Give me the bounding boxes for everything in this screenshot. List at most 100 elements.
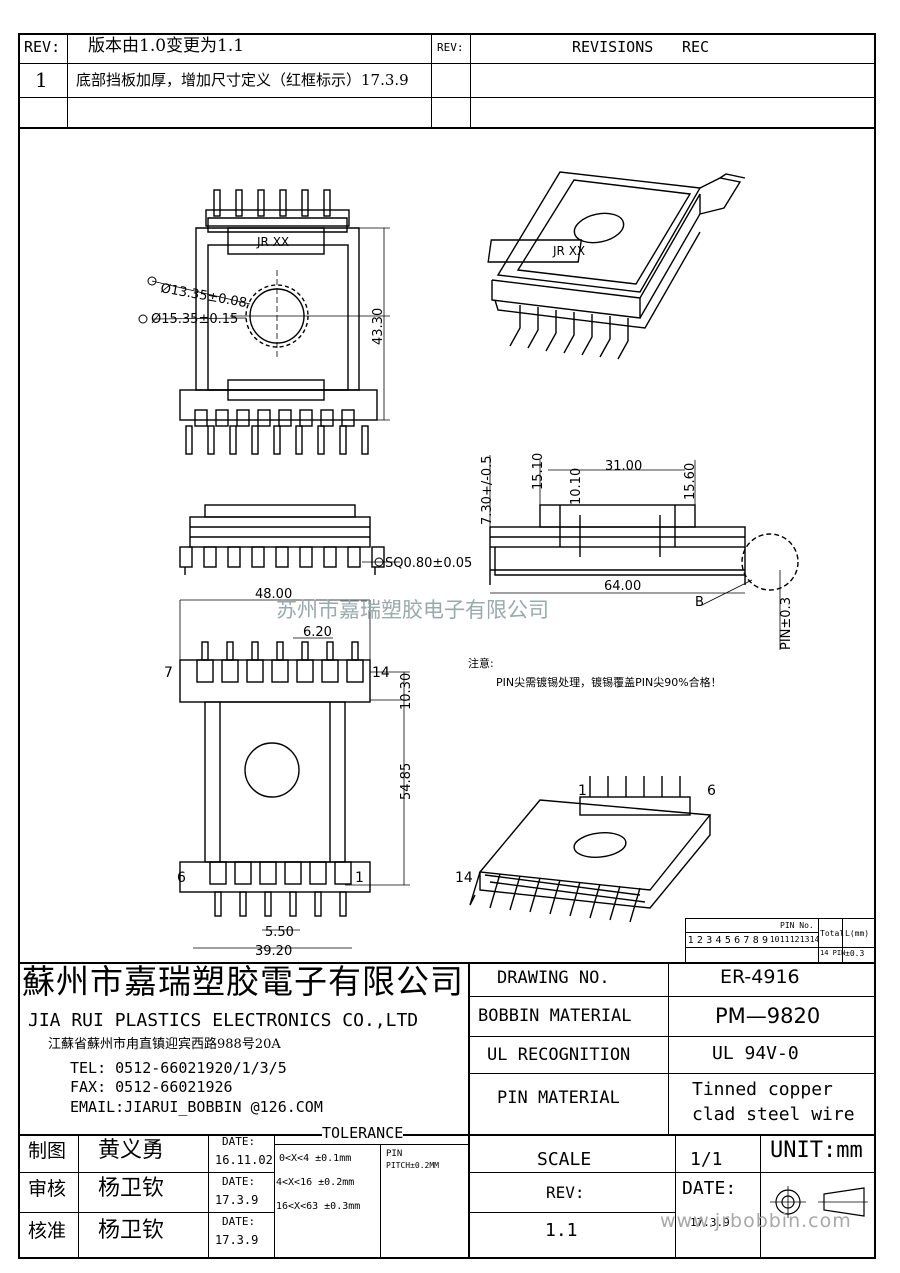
pin-7: 7 — [164, 665, 173, 681]
dim-7-30: 7.30+/-0.5 — [480, 455, 495, 525]
pin-pitch-2: PITCH±0.2MM — [386, 1161, 439, 1170]
label-b: B — [695, 595, 704, 610]
iso-bottom-top-pins — [589, 776, 681, 797]
pin-6: 6 — [177, 870, 186, 886]
bobbin-material-label: BOBBIN MATERIAL — [478, 1006, 632, 1026]
website-watermark: www.jrbobbin.com — [660, 1210, 852, 1232]
front-top-pins — [213, 189, 331, 217]
drawn-name: 黄义勇 — [98, 1138, 165, 1163]
scale-value: 1/1 — [690, 1149, 723, 1170]
company-name-cn: 蘇州市嘉瑞塑胶電子有限公司 — [22, 962, 464, 1001]
date-label-3: DATE: — [222, 1215, 256, 1228]
pin-14: 14 — [372, 665, 390, 681]
front-bottom-pins — [185, 425, 369, 455]
pin-number-cell: 1 — [687, 935, 694, 946]
bobbin-material-value: PM—9820 — [715, 1004, 821, 1028]
pin-number-cell: 14 — [809, 935, 820, 944]
scale-label: SCALE — [537, 1149, 592, 1170]
isometric-view-bottom — [469, 776, 712, 923]
pin-number-cell: 7 — [743, 935, 750, 946]
dim-54-85: 54.85 — [399, 763, 414, 800]
dim-d15: Ø15.35±0.15 — [151, 312, 238, 327]
dim-15-60: 15.60 — [683, 463, 698, 500]
approved-label: 核准 — [28, 1220, 67, 1242]
drawing-no-value: ER-4916 — [720, 966, 800, 988]
bottom-bottom-pads — [209, 861, 352, 885]
pin-number-cell: 10 — [769, 935, 780, 944]
tolerance-2: 4<X<16 ±0.2mm — [276, 1177, 355, 1188]
front-label: JR XX — [256, 235, 289, 249]
pin-pitch-1: PIN — [386, 1149, 403, 1159]
dim-pin: PIN±0.3 — [779, 597, 794, 650]
date-value-1: 16.11.02 — [215, 1153, 273, 1167]
drawing-frame — [18, 33, 876, 1259]
pin-number-cell: 5 — [724, 935, 731, 946]
bottom-view — [179, 599, 410, 949]
iso-pin-1: 1 — [578, 783, 587, 799]
dim-10-10: 10.10 — [569, 468, 584, 505]
pin-number-cell: 9 — [762, 935, 769, 946]
dim-marker-icon — [138, 314, 148, 324]
l-value: ±0.3 — [845, 949, 865, 958]
company-email: EMAIL:JIARUI_BOBBIN @126.COM — [70, 1098, 323, 1116]
date-value-3: 17.3.9 — [215, 1233, 259, 1247]
pin-material-value-2: clad steel wire — [692, 1104, 855, 1125]
date-label-big: DATE: — [682, 1178, 737, 1199]
rev-row-number: 1 — [35, 68, 48, 92]
watermark-company: 苏州市嘉瑞塑胶电子有限公司 — [276, 598, 549, 622]
company-fax: FAX: 0512-66021926 — [70, 1078, 233, 1096]
side-view-right — [489, 455, 799, 650]
rev-label: REV: — [24, 38, 61, 56]
pin-number-cell: 8 — [752, 935, 759, 946]
pin-number-cell: 3 — [706, 935, 713, 946]
ul-recognition-value: UL 94V-0 — [712, 1043, 799, 1064]
bottom-bottom-pins — [214, 891, 347, 917]
approved-name: 杨卫钦 — [98, 1218, 165, 1243]
l-label: L(mm) — [845, 929, 870, 938]
pin-1: 1 — [355, 870, 364, 886]
dim-64: 64.00 — [604, 579, 641, 594]
dim-48: 48.00 — [255, 587, 292, 602]
tolerance-1: 0<X<4 ±0.1mm — [279, 1153, 352, 1164]
bottom-top-pins — [201, 641, 359, 661]
total-label: Total — [820, 929, 845, 938]
unit-label: UNIT:mm — [770, 1138, 863, 1163]
front-bottom-teeth — [194, 409, 355, 427]
tolerance-label: TOLERANCE — [322, 1124, 404, 1142]
dim-d13: Ø13.35±0.08 — [159, 281, 248, 311]
pin-numbers: 1 2 3 4 5 6 7 8 9 10 11 12 13 14 — [686, 935, 820, 946]
rev-label-right: REV: — [437, 41, 464, 54]
dim-sq: SQ0.80±0.05 — [385, 556, 472, 571]
side-view-left — [179, 504, 400, 575]
rev-label-bottom: REV: — [546, 1183, 585, 1202]
iso-pin-6: 6 — [707, 783, 716, 799]
date-value-big: 17.3.9 — [690, 1216, 730, 1229]
dim-43: 43.30 — [371, 308, 386, 345]
company-address: 江蘇省蘇州市甪直镇迎宾西路988号20A — [48, 1037, 281, 1052]
pin-material-label: PIN MATERIAL — [497, 1088, 620, 1108]
pin-number-cell: 2 — [696, 935, 703, 946]
revisions-heading: REVISIONS — [572, 38, 654, 56]
pin-no-label: PIN No. — [780, 921, 814, 930]
company-tel: TEL: 0512-66021920/1/3/5 — [70, 1059, 287, 1077]
iso-label: JR XX — [552, 244, 585, 258]
isometric-view-top — [487, 171, 746, 360]
dim-15-10: 15.10 — [531, 453, 546, 490]
pin-number-cell: 12 — [789, 935, 800, 944]
dim-marker-icon — [147, 276, 157, 286]
total-value: 14 PIN — [820, 949, 846, 957]
date-value-2: 17.3.9 — [215, 1193, 259, 1207]
pin-number-cell: 11 — [779, 935, 790, 944]
note-text: PIN尖需镀锡处理，镀锡覆盖PIN尖90%合格！ — [496, 675, 722, 689]
dim-6-20: 6.20 — [303, 625, 332, 640]
tolerance-3: 16<X<63 ±0.3mm — [276, 1201, 361, 1212]
dim-5-50: 5.50 — [265, 925, 294, 940]
dim-31: 31.00 — [605, 459, 642, 474]
dim-39-20: 39.20 — [255, 944, 292, 959]
note-title: 注意: — [468, 656, 494, 670]
rec-heading: REC — [682, 38, 710, 56]
pin-number-cell: 6 — [734, 935, 741, 946]
checked-name: 杨卫钦 — [98, 1176, 165, 1201]
checked-label: 审核 — [28, 1178, 67, 1200]
front-view — [151, 189, 390, 455]
